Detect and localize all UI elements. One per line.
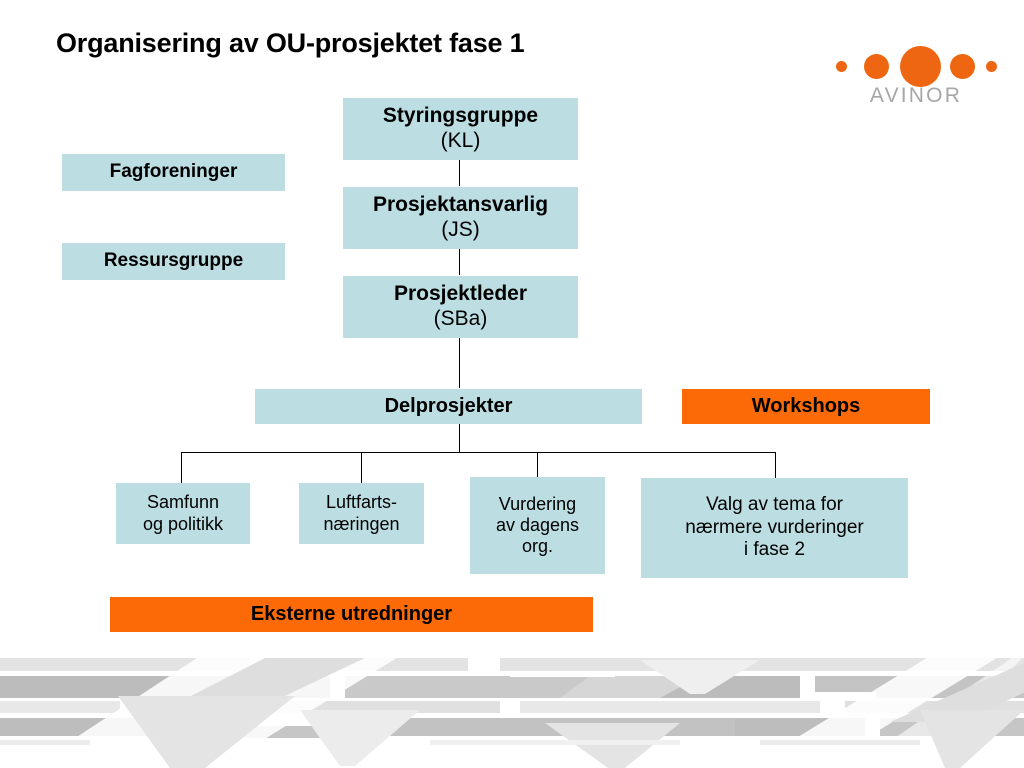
- logo-dot-4: [950, 54, 975, 79]
- node-valg-line2: nærmere vurderinger: [685, 516, 864, 538]
- node-styringsgruppe-subtitle: (KL): [440, 129, 481, 152]
- connector-bus-valg: [775, 452, 776, 478]
- node-valg-line1: Valg av tema for: [706, 494, 843, 516]
- node-prosjektleder-subtitle: (SBa): [433, 307, 488, 330]
- node-prosjektleder-title: Prosjektleder: [393, 282, 528, 306]
- node-styringsgruppe[interactable]: Styringsgruppe (KL): [343, 98, 578, 160]
- node-eksterne-utredninger[interactable]: Eksterne utredninger: [110, 597, 593, 632]
- connector-bus-vurdering: [537, 452, 538, 477]
- connector-delprosjekter-bus: [459, 424, 460, 452]
- node-samfunn-line2: og politikk: [142, 513, 224, 534]
- connector-prosjektansvarlig-prosjektleder: [459, 249, 460, 275]
- node-ressursgruppe-label: Ressursgruppe: [103, 250, 244, 272]
- connector-bus-samfunn: [181, 452, 182, 483]
- node-workshops-label: Workshops: [751, 394, 861, 417]
- node-styringsgruppe-title: Styringsgruppe: [382, 104, 539, 128]
- footer-accent-slivers: [0, 673, 920, 745]
- node-vurdering-av-dagens-org[interactable]: Vurdering av dagens org.: [470, 477, 605, 574]
- footer-triangles: [118, 660, 1024, 768]
- node-luftfart-line1: Luftfarts-: [325, 492, 398, 513]
- node-workshops[interactable]: Workshops: [682, 389, 930, 424]
- footer-band-light-top: [0, 658, 1024, 671]
- logo-dot-5: [986, 61, 997, 72]
- node-prosjektansvarlig[interactable]: Prosjektansvarlig (JS): [343, 187, 578, 249]
- connector-bus-luftfart: [361, 452, 362, 483]
- node-delprosjekter[interactable]: Delprosjekter: [255, 389, 642, 424]
- node-vurdering-line1: Vurdering: [498, 493, 577, 514]
- node-fagforeninger-label: Fagforeninger: [109, 161, 238, 183]
- node-fagforeninger[interactable]: Fagforeninger: [62, 154, 285, 191]
- logo-dot-1: [836, 61, 847, 72]
- logo-dots-group: [828, 38, 1004, 87]
- avinor-logo: AVINOR: [828, 38, 1004, 116]
- logo-dot-3: [900, 46, 941, 87]
- node-prosjektansvarlig-title: Prosjektansvarlig: [372, 193, 549, 217]
- logo-wordmark: AVINOR: [869, 84, 963, 107]
- node-prosjektleder[interactable]: Prosjektleder (SBa): [343, 276, 578, 338]
- node-valg-av-tema[interactable]: Valg av tema for nærmere vurderinger i f…: [641, 478, 908, 578]
- connector-horizontal-bus: [181, 452, 776, 453]
- node-luftfart-line2: næringen: [323, 513, 400, 534]
- node-luftfartsnaeringen[interactable]: Luftfarts- næringen: [299, 483, 424, 544]
- node-samfunn-line1: Samfunn: [146, 492, 220, 513]
- node-valg-line3: i fase 2: [743, 539, 806, 561]
- connector-styringsgruppe-prosjektansvarlig: [459, 160, 460, 186]
- node-delprosjekter-label: Delprosjekter: [384, 394, 513, 417]
- node-vurdering-line3: org.: [521, 536, 554, 557]
- node-ressursgruppe[interactable]: Ressursgruppe: [62, 243, 285, 280]
- node-eksterne-label: Eksterne utredninger: [250, 602, 453, 625]
- connector-prosjektleder-delprosjekter: [459, 338, 460, 388]
- node-prosjektansvarlig-subtitle: (JS): [441, 218, 480, 241]
- footer-decoration: [0, 656, 1024, 768]
- node-vurdering-line2: av dagens: [495, 514, 580, 535]
- node-samfunn-og-politikk[interactable]: Samfunn og politikk: [116, 483, 250, 544]
- page-title: Organisering av OU-prosjektet fase 1: [56, 28, 525, 58]
- logo-dot-2: [864, 54, 889, 79]
